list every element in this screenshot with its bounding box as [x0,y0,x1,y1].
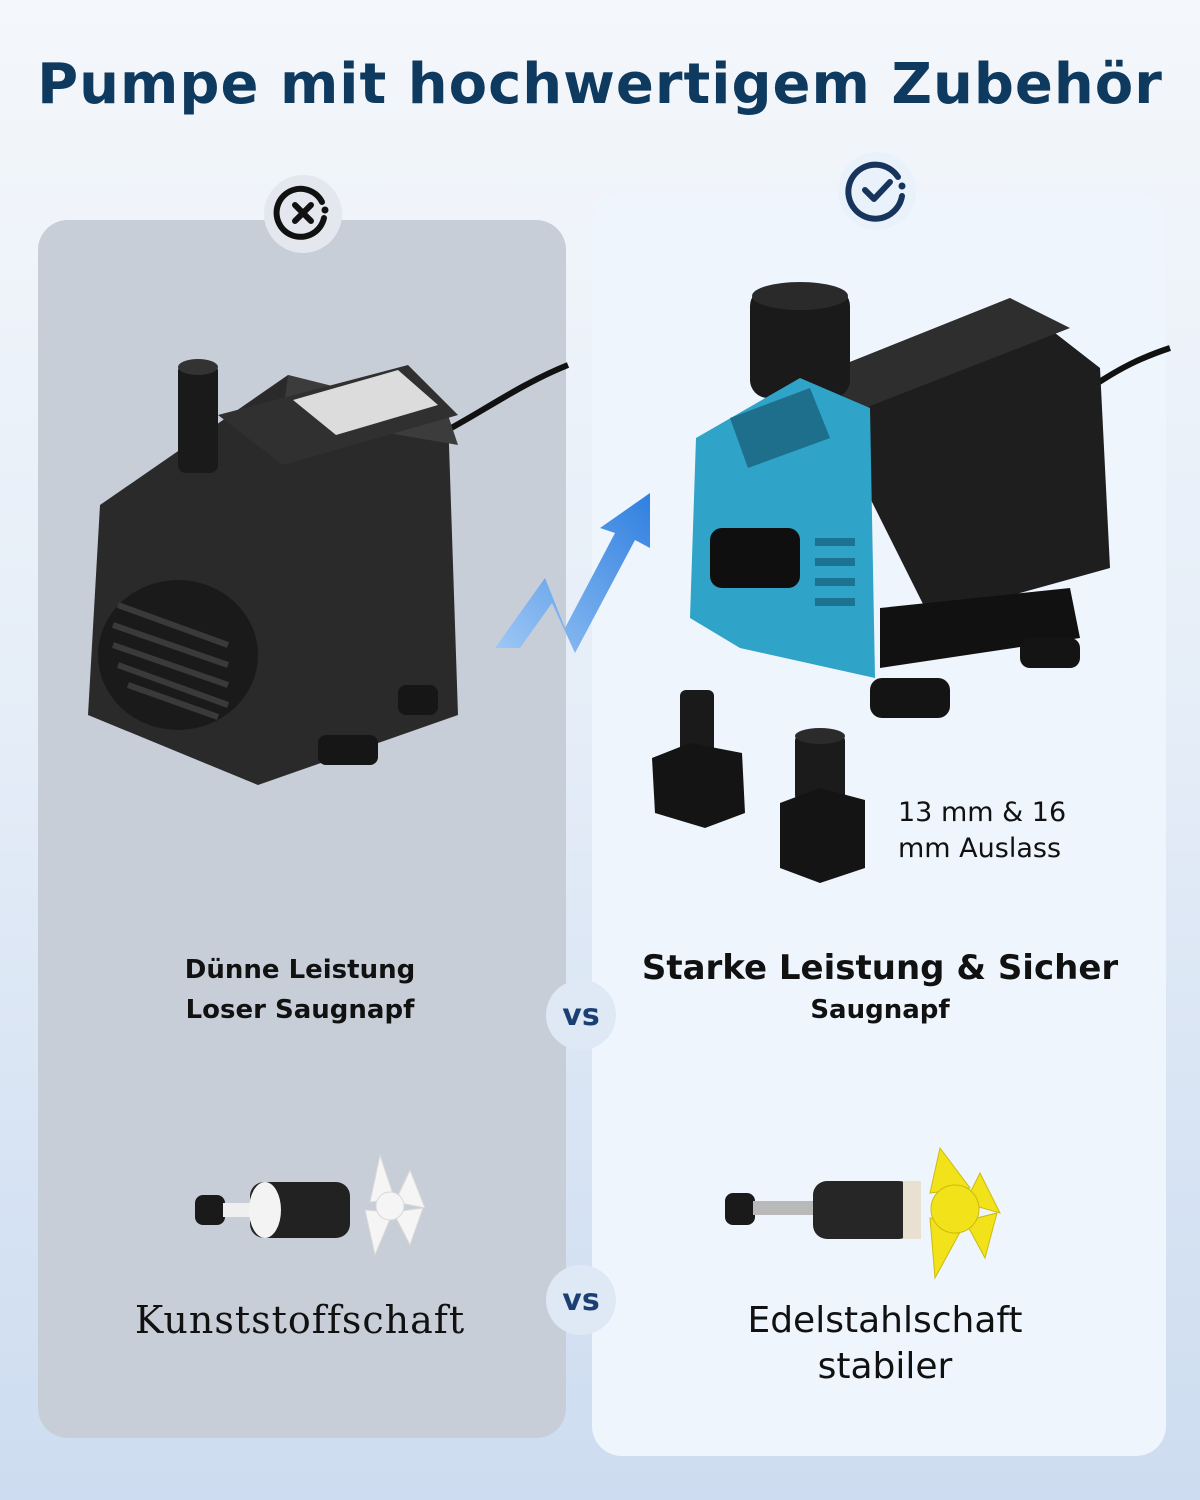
page-title: Pumpe mit hochwertigem Zubehör [37,52,1163,117]
plastic-shaft-caption: Kunststoffschaft [134,1298,466,1342]
steel-impeller-image [725,1146,1001,1280]
vs-badge-top: vs [546,980,616,1050]
check-badge [838,152,916,230]
steel-shaft-caption: Edelstahlschaft stabiler [747,1300,1023,1387]
left-performance-caption: Dünne Leistung Loser Saugnapf [184,955,416,1025]
x-circle-icon [273,185,329,240]
upgrade-arrow-icon [495,493,650,653]
black-pump-image [88,359,570,785]
outlet-adapters-image [652,690,865,883]
plastic-impeller-image [195,1153,426,1257]
blue-pump-image [690,282,1171,718]
vs-badge-bottom: vs [546,1265,616,1335]
right-performance-caption: Starke Leistung & Sicher [641,948,1119,988]
right-performance-subcaption: Saugnapf [810,995,950,1025]
x-badge [264,175,342,253]
check-circle-icon [845,161,906,222]
outlet-size-label: 13 mm & 16 mm Auslass [898,797,1067,864]
